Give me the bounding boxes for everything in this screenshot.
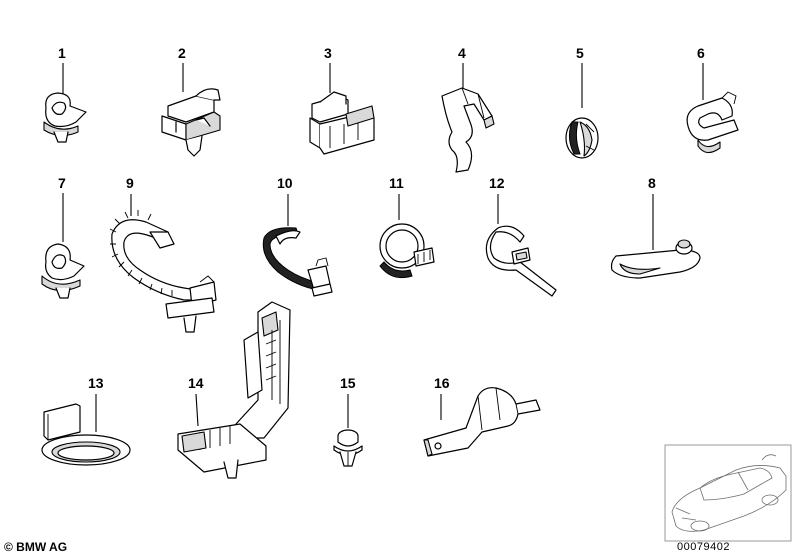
part-1[interactable]: 1 [43,45,87,143]
part-10[interactable]: 10 [262,175,333,297]
part-number-12: 12 [489,175,505,191]
part-number-8: 8 [648,175,656,191]
cable-clip-1-icon [43,92,87,143]
cable-holder-3-icon [309,91,375,155]
vehicle-locator-thumbnail [664,444,792,542]
part-4[interactable]: 4 [441,45,495,173]
part-number-9: 9 [126,175,134,191]
part-12[interactable]: 12 [485,175,557,297]
bracket-16-icon [423,387,541,457]
part-11[interactable]: 11 [379,175,435,279]
part-number-4: 4 [458,45,466,61]
part-number-15: 15 [340,375,356,391]
part-number-1: 1 [58,45,66,61]
cable-clip-6-icon [686,91,739,154]
part-2[interactable]: 2 [161,45,221,157]
cable-duct-14-icon [177,301,291,479]
spring-clip-4-icon [441,87,495,173]
part-number-2: 2 [178,45,186,61]
part-number-11: 11 [389,175,404,191]
part-16[interactable]: 16 [423,375,541,457]
part-number-3: 3 [324,45,332,61]
copyright-notice: © BMW AG [4,540,68,554]
part-number-13: 13 [88,375,104,391]
cover-plate-8-icon [610,239,701,279]
cable-clip-7-icon [41,243,85,299]
part-5[interactable]: 5 [565,45,599,159]
leader-line-14 [195,393,199,427]
part-number-6: 6 [697,45,705,61]
part-9[interactable]: 9 [109,175,217,333]
part-number-5: 5 [576,45,584,61]
cable-tie-12-icon [485,225,557,297]
hose-clamp-11-icon [379,223,435,279]
grommet-5-icon [565,117,599,159]
cable-tie-clip-10-icon [262,227,333,297]
part-8[interactable]: 8 [610,175,701,279]
part-13[interactable]: 13 [41,375,131,466]
part-number-7: 7 [58,175,66,191]
cable-strap-9-icon [109,210,217,333]
drawing-number: 00079402 [677,541,730,553]
part-6[interactable]: 6 [686,45,739,154]
part-14[interactable]: 14 [177,301,291,479]
part-7[interactable]: 7 [41,175,85,299]
part-3[interactable]: 3 [309,45,375,155]
part-number-16: 16 [434,375,450,391]
part-15[interactable]: 15 [333,375,363,467]
part-number-14: 14 [188,375,204,391]
car-outline-icon [671,454,787,532]
cable-clip-2-icon [161,88,221,157]
ring-holder-13-icon [41,403,131,466]
push-rivet-15-icon [333,429,363,467]
part-number-10: 10 [277,175,293,191]
